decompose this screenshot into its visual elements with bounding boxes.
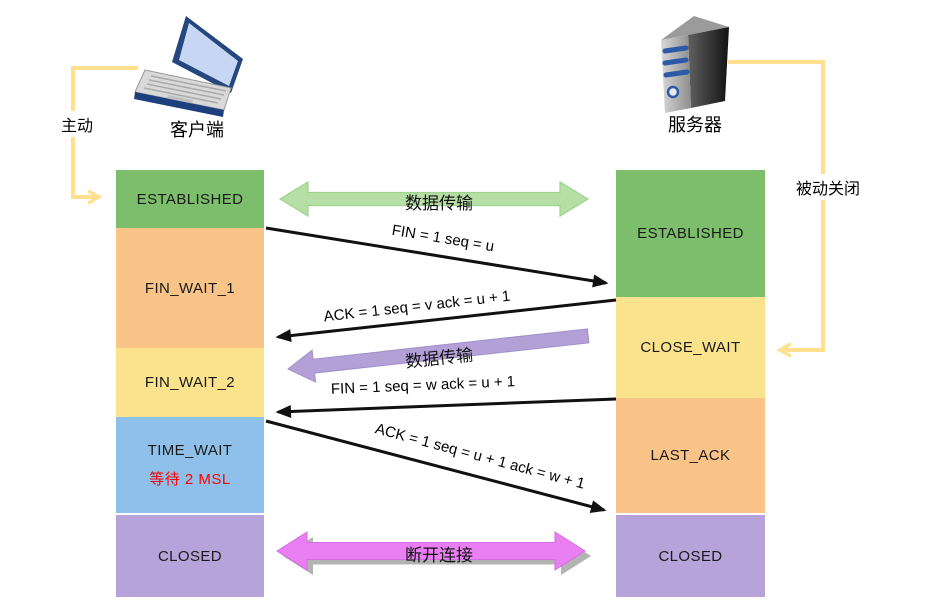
- state-label: FIN_WAIT_1: [144, 279, 236, 297]
- state-label: CLOSED: [157, 547, 223, 565]
- disconnect-label: 断开连接: [405, 546, 473, 565]
- state-label: ESTABLISHED: [136, 190, 244, 208]
- time-wait-note: 等待 2 MSL: [149, 470, 231, 488]
- state-box-server-last-ack: LAST_ACK: [616, 398, 765, 513]
- state-label: LAST_ACK: [650, 447, 731, 464]
- passive-close-label: 被动关闭: [790, 174, 866, 200]
- data-transfer-top-label: 数据传输: [405, 194, 473, 213]
- server-label: 服务器: [668, 115, 722, 135]
- disconnect-banner: [276, 531, 591, 575]
- data-transfer-banner-mid: [287, 328, 590, 383]
- state-box-server-established: ESTABLISHED: [616, 170, 765, 297]
- state-label: CLOSED: [658, 547, 723, 565]
- state-box-server-close-wait: CLOSE_WAIT: [616, 297, 765, 398]
- ack-2-arrow: [265, 419, 607, 513]
- active-close-label: 主动: [39, 111, 115, 137]
- state-label: ESTABLISHED: [637, 225, 744, 242]
- state-box-server-closed: CLOSED: [616, 515, 765, 597]
- fin-2-arrow: [275, 397, 617, 418]
- laptop-icon: [134, 16, 243, 117]
- state-box-client-fin-wait-2: FIN_WAIT_2: [116, 348, 264, 417]
- client-label: 客户端: [170, 120, 224, 140]
- fin-1-arrow: [265, 226, 609, 288]
- ack-1-arrow: [275, 298, 617, 343]
- state-label: CLOSE_WAIT: [640, 339, 741, 356]
- passive-close-connector: [728, 60, 825, 350]
- state-label: FIN_WAIT_2: [144, 374, 236, 391]
- state-box-client-time-wait: TIME_WAIT 等待 2 MSL: [116, 417, 264, 513]
- state-box-client-established: ESTABLISHED: [116, 170, 264, 228]
- data-transfer-banner-top: [278, 180, 590, 218]
- state-label: TIME_WAIT: [147, 441, 233, 459]
- state-box-client-closed: CLOSED: [116, 515, 264, 597]
- server-icon: [661, 16, 729, 113]
- state-box-client-fin-wait-1: FIN_WAIT_1: [116, 228, 264, 348]
